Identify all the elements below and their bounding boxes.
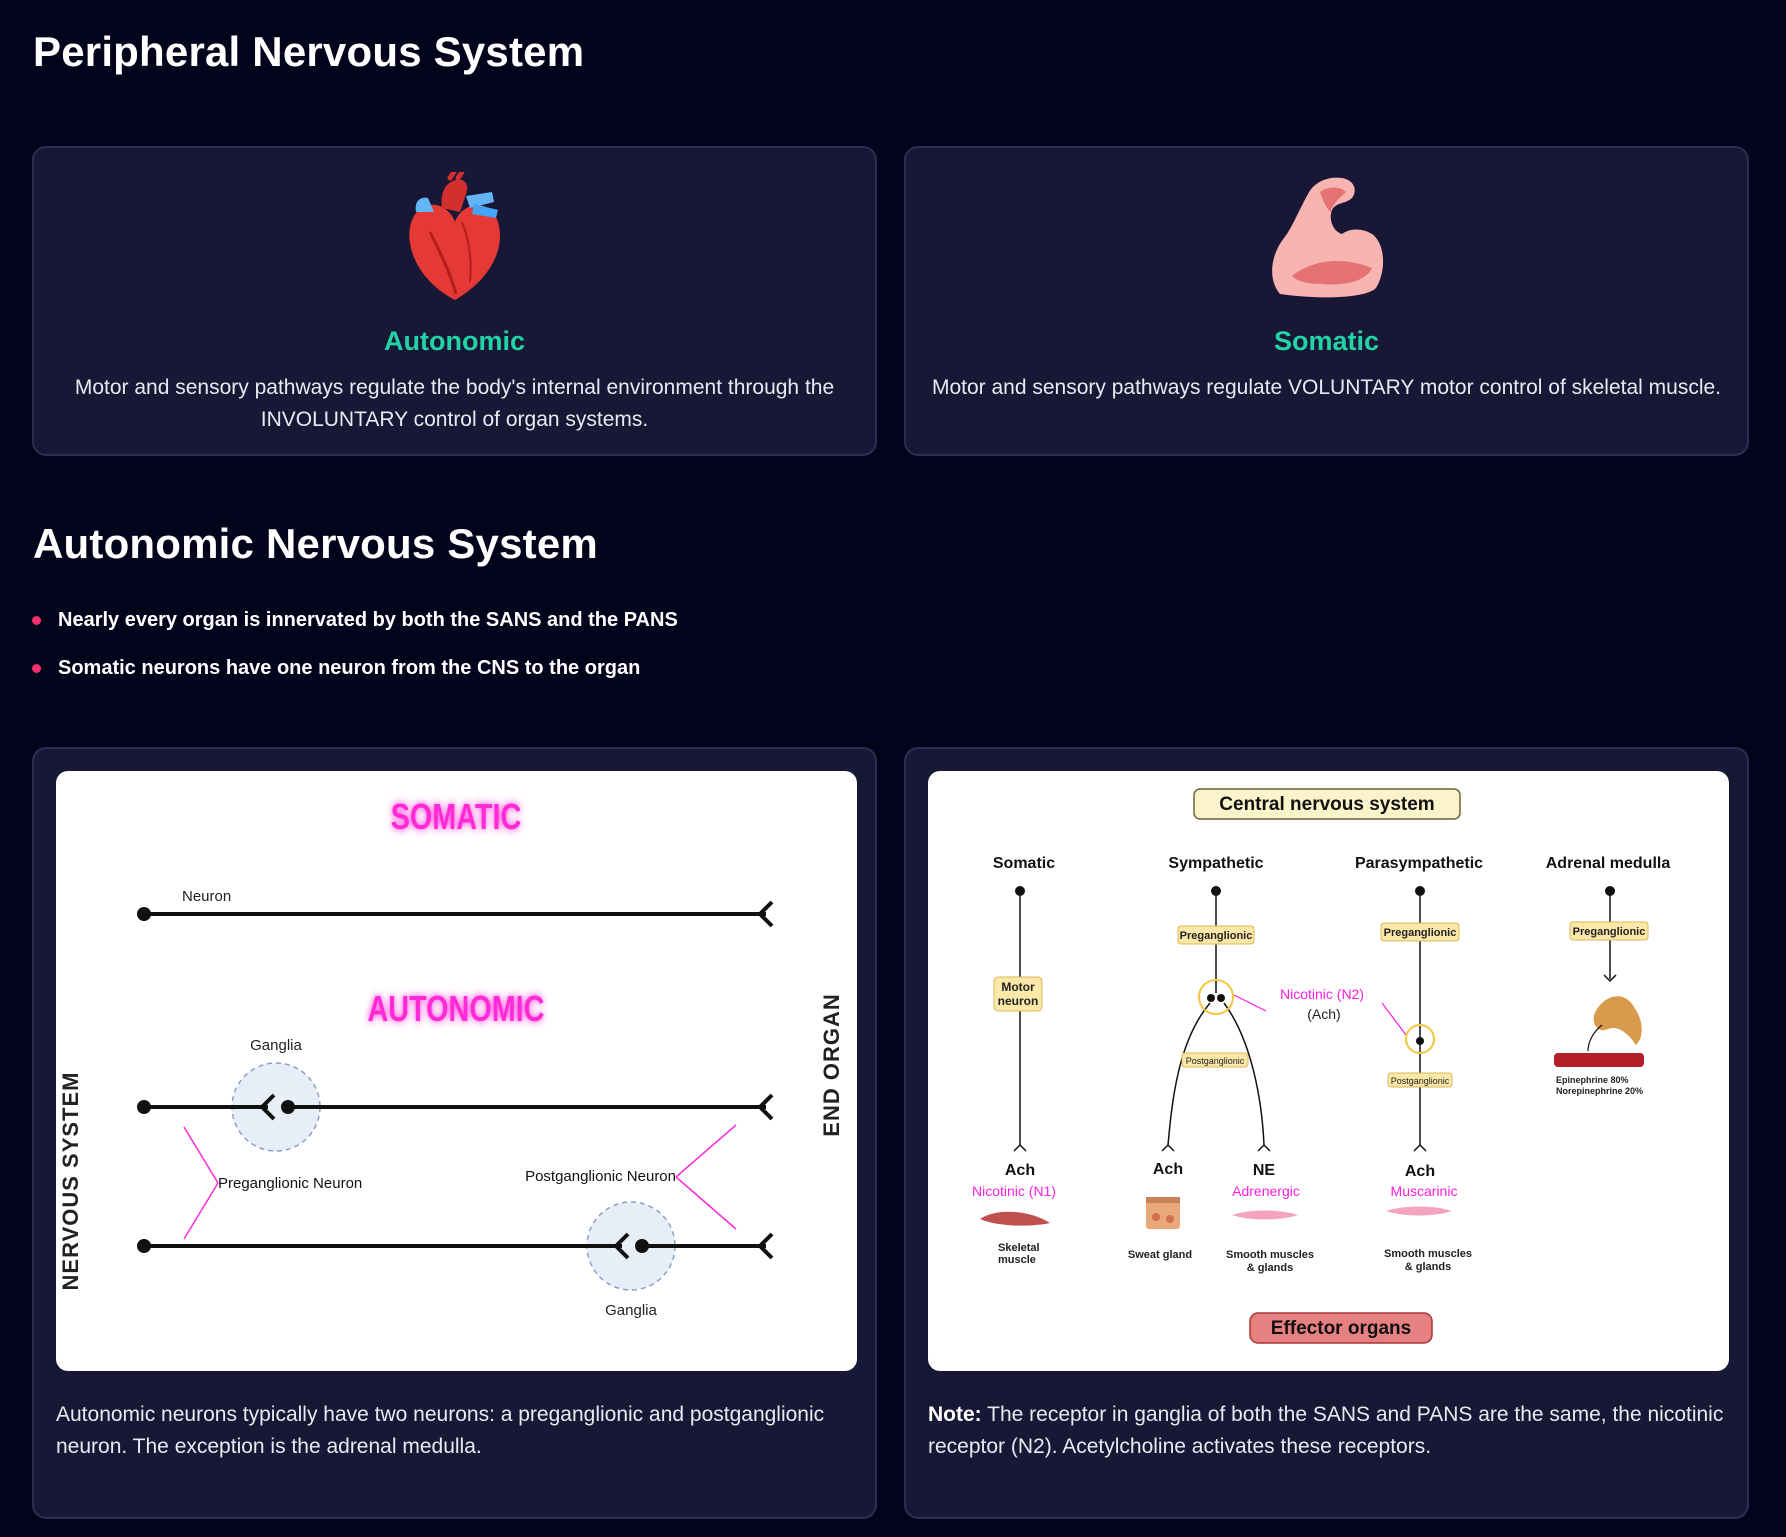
adrenal-pre-label: Preganglionic (1573, 926, 1646, 938)
autonomic-neuron-line-1 (137, 1093, 774, 1121)
smooth-muscle-icon-parasympathetic (1386, 1206, 1452, 1216)
parasympathetic-target-label: Smooth muscles (1384, 1248, 1472, 1260)
motor-neuron-label-2: neuron (998, 994, 1039, 1008)
somatic-transmitter: Ach (1005, 1162, 1035, 1179)
sympathetic-right-transmitter: NE (1253, 1162, 1276, 1179)
nervous-system-axis-label: NERVOUS SYSTEM (58, 1072, 83, 1291)
epinephrine-label: Epinephrine 80% (1556, 1075, 1629, 1085)
somatic-description: Motor and sensory pathways regulate VOLU… (931, 376, 1722, 399)
nicotinic-ach-label: (Ach) (1307, 1006, 1340, 1022)
sympathetic-pre-label: Preganglionic (1180, 930, 1253, 942)
parasympathetic-ganglion (1405, 1024, 1435, 1054)
note-text: The receptor in ganglia of both the SANS… (928, 1403, 1724, 1458)
somatic-diagram-label: SOMATIC (391, 796, 522, 837)
parasympathetic-post-label: Postganglionic (1391, 1076, 1450, 1086)
adrenal-arrow (1587, 1024, 1603, 1052)
sympathetic-target-label: Smooth muscles (1226, 1249, 1314, 1261)
sympathetic-column-title: Sympathetic (1168, 855, 1263, 872)
adrenal-gland-icon (1593, 996, 1642, 1045)
skeletal-muscle-label: Skeletal (998, 1242, 1040, 1254)
sweat-gland-icon (1146, 1197, 1180, 1229)
smooth-muscle-icon-sympathetic (1232, 1210, 1298, 1220)
sympathetic-ganglion (1198, 979, 1234, 1015)
bullet-text: Nearly every organ is innervated by both… (58, 609, 678, 631)
norepinephrine-label: Norepinephrine 20% (1556, 1086, 1643, 1096)
bullet-item: Somatic neurons have one neuron from the… (32, 656, 678, 704)
ganglia-label-top: Ganglia (250, 1037, 302, 1054)
skeletal-muscle-label-2: muscle (998, 1254, 1036, 1266)
note-label: Note: (928, 1403, 982, 1426)
somatic-receptor: Nicotinic (N1) (972, 1183, 1056, 1199)
neuron-diagram-caption: Autonomic neurons typically have two neu… (56, 1403, 825, 1458)
skeletal-muscle-icon (980, 1211, 1050, 1226)
preganglionic-pointer (183, 1126, 219, 1240)
sympathetic-target-label-2: & glands (1247, 1262, 1293, 1274)
postganglionic-label: Postganglionic Neuron (525, 1168, 676, 1185)
sympathetic-left-transmitter: Ach (1153, 1161, 1183, 1178)
sweat-gland-label: Sweat gland (1128, 1249, 1192, 1261)
receptor-diagram-caption: Note: The receptor in ganglia of both th… (928, 1399, 1725, 1463)
cns-label: Central nervous system (1219, 794, 1434, 815)
pns-section-title: Peripheral Nervous System (33, 28, 585, 75)
end-organ-axis-label: END ORGAN (819, 993, 844, 1136)
autonomic-description: Motor and sensory pathways regulate the … (74, 376, 835, 431)
somatic-card: Somatic Motor and sensory pathways regul… (904, 146, 1749, 456)
postganglionic-pointer (675, 1124, 737, 1230)
autonomic-diagram-label: AUTONOMIC (368, 988, 545, 1029)
nicotinic-n2-label: Nicotinic (N2) (1280, 986, 1364, 1002)
sympathetic-right-receptor: Adrenergic (1232, 1183, 1300, 1199)
effector-organs-label: Effector organs (1271, 1318, 1411, 1339)
autonomic-neuron-line-2 (137, 1232, 774, 1260)
neuron-diagram-card: SOMATIC Neuron AUTONOMIC Ganglia (32, 747, 877, 1519)
adrenal-column-title: Adrenal medulla (1546, 855, 1671, 872)
heart-icon (400, 169, 510, 317)
neuron-label: Neuron (182, 888, 231, 905)
parasympathetic-pre-label: Preganglionic (1384, 927, 1457, 939)
somatic-heading: Somatic (1273, 326, 1380, 356)
bullet-dot-icon (32, 616, 41, 625)
ans-section-title: Autonomic Nervous System (33, 520, 598, 567)
neuron-diagram: SOMATIC Neuron AUTONOMIC Ganglia (56, 771, 857, 1371)
ganglia-label-bottom: Ganglia (605, 1302, 657, 1319)
somatic-pathway (1013, 891, 1027, 1152)
parasympathetic-column-title: Parasympathetic (1355, 855, 1483, 872)
parasympathetic-target-label-2: & glands (1405, 1261, 1451, 1273)
receptor-diagram: Central nervous system Somatic Sympathet… (928, 771, 1729, 1371)
parasympathetic-transmitter: Ach (1405, 1163, 1435, 1180)
preganglionic-label: Preganglionic Neuron (218, 1175, 362, 1192)
autonomic-card: Autonomic Motor and sensory pathways reg… (32, 146, 877, 456)
somatic-column-title: Somatic (993, 855, 1055, 872)
bullet-dot-icon (32, 664, 41, 673)
parasympathetic-receptor: Muscarinic (1391, 1183, 1458, 1199)
sympathetic-post-label: Postganglionic (1186, 1056, 1245, 1066)
bullet-text: Somatic neurons have one neuron from the… (58, 657, 641, 679)
ans-bullet-list: Nearly every organ is innervated by both… (32, 608, 678, 704)
bullet-item: Nearly every organ is innervated by both… (32, 608, 678, 656)
nicotinic-pointer (1233, 994, 1407, 1036)
motor-neuron-label: Motor (1001, 980, 1035, 994)
somatic-neuron-line (137, 900, 774, 928)
autonomic-heading: Autonomic (384, 326, 525, 356)
flexed-arm-icon (1262, 172, 1392, 307)
receptor-diagram-card: Central nervous system Somatic Sympathet… (904, 747, 1749, 1519)
blood-vessel-icon (1554, 1053, 1644, 1067)
